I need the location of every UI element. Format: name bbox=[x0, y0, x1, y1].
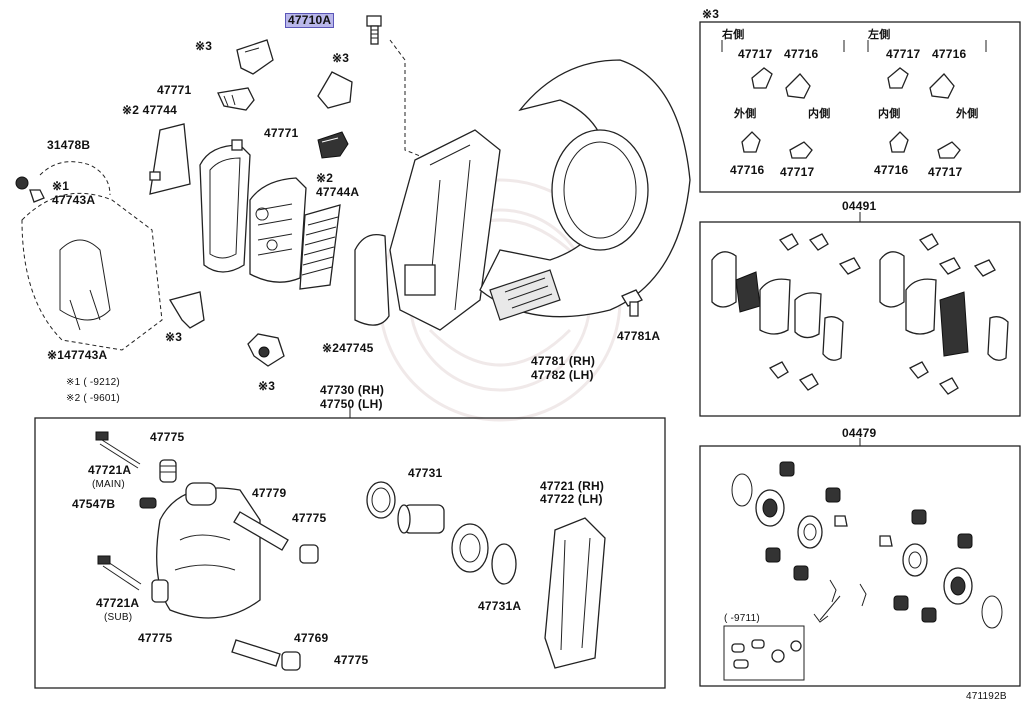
kit3-r2-47716[interactable]: 47716 bbox=[730, 163, 765, 177]
label-47547B[interactable]: 47547B bbox=[72, 497, 116, 511]
label-47779[interactable]: 47779 bbox=[252, 486, 287, 500]
kit-note3-box bbox=[699, 21, 1021, 193]
kit-04491-box bbox=[699, 221, 1021, 417]
boot-47775-c bbox=[151, 579, 169, 603]
kit-04479-box bbox=[699, 445, 1021, 687]
kit3-r2-47717[interactable]: 47717 bbox=[780, 165, 815, 179]
label-47744[interactable]: ※2 47744 bbox=[122, 103, 178, 117]
kit3-r-47717[interactable]: 47717 bbox=[738, 47, 773, 61]
clip-top-a bbox=[236, 39, 274, 75]
bracket-47721 bbox=[544, 517, 606, 669]
kit3-l-47717[interactable]: 47717 bbox=[886, 47, 921, 61]
label-47769[interactable]: 47769 bbox=[294, 631, 329, 645]
kit3-parts bbox=[741, 67, 961, 159]
part-31478B bbox=[15, 176, 29, 190]
kit3-right-side: 右側 bbox=[722, 29, 745, 41]
piston-47731 bbox=[397, 504, 445, 534]
label-47775-d[interactable]: 47775 bbox=[334, 653, 369, 667]
kit-04479-label[interactable]: 04479 bbox=[842, 426, 877, 440]
boot-piston bbox=[451, 523, 489, 573]
clip-47771-b bbox=[317, 131, 349, 159]
kit3-outer-r: 外側 bbox=[734, 108, 757, 120]
kit04479-parts bbox=[723, 461, 1003, 681]
shim-47744A bbox=[299, 204, 341, 290]
kit3-l-47716[interactable]: 47716 bbox=[932, 47, 967, 61]
kit04491-parts bbox=[711, 233, 1009, 395]
clip-47771-a bbox=[217, 87, 255, 111]
clip-top-b bbox=[317, 71, 353, 109]
ring-47731A bbox=[491, 543, 517, 585]
footnote-2: ※2 ( -9601) bbox=[66, 393, 120, 404]
label-47771-a[interactable]: 47771 bbox=[157, 83, 192, 97]
label-31478B[interactable]: 31478B bbox=[47, 138, 91, 152]
label-47721A-sub[interactable]: 47721A bbox=[96, 596, 140, 610]
shim-47744 bbox=[149, 123, 191, 195]
note-1-a: ※1 bbox=[52, 179, 70, 193]
seal-47731 bbox=[366, 481, 396, 519]
label-47781A[interactable]: 47781A bbox=[617, 329, 661, 343]
kit3-l2-47716[interactable]: 47716 bbox=[874, 163, 909, 177]
note-3-d: ※3 bbox=[258, 379, 276, 393]
pin-47769 bbox=[231, 639, 281, 667]
kit3-left-side: 左側 bbox=[868, 29, 891, 41]
label-47731A[interactable]: 47731A bbox=[478, 599, 522, 613]
label-47775-b[interactable]: 47775 bbox=[292, 511, 327, 525]
kit3-title: ※3 bbox=[702, 7, 720, 21]
figure-code: 471192B bbox=[966, 691, 1007, 702]
label-sub: (SUB) bbox=[104, 612, 133, 623]
dust-shield-47781 bbox=[479, 59, 691, 321]
kit3-inner-r: 内側 bbox=[808, 108, 831, 120]
clip-lower-a bbox=[168, 291, 205, 329]
label-47731[interactable]: 47731 bbox=[408, 466, 443, 480]
label-47722[interactable]: 47722 (LH) bbox=[540, 492, 603, 506]
pin-47779 bbox=[233, 511, 289, 551]
caliper-cylinder bbox=[156, 482, 261, 619]
note-3-a: ※3 bbox=[195, 39, 213, 53]
boot-47775-d bbox=[281, 651, 301, 671]
bolt-47710A bbox=[366, 15, 382, 45]
note-2-a: ※2 bbox=[316, 171, 334, 185]
brake-pad-inner bbox=[249, 177, 307, 283]
kit-04479-date-note: ( -9711) bbox=[724, 613, 760, 624]
kit3-inner-l: 内側 bbox=[878, 108, 901, 120]
kit3-l2-47717[interactable]: 47717 bbox=[928, 165, 963, 179]
label-47743A-b[interactable]: ※147743A bbox=[47, 348, 108, 362]
brake-pad-outer bbox=[199, 139, 251, 273]
label-47750[interactable]: 47750 (LH) bbox=[320, 397, 383, 411]
footnote-1: ※1 ( -9212) bbox=[66, 377, 120, 388]
label-47771-b[interactable]: 47771 bbox=[264, 126, 299, 140]
note-3-b: ※3 bbox=[332, 51, 350, 65]
label-47743A[interactable]: 47743A bbox=[52, 193, 96, 207]
kit-04491-label[interactable]: 04491 bbox=[842, 199, 877, 213]
bleeder-47547B bbox=[139, 497, 157, 509]
kit3-outer-l: 外側 bbox=[956, 108, 979, 120]
label-47710A[interactable]: 47710A bbox=[285, 13, 335, 28]
label-47782[interactable]: 47782 (LH) bbox=[531, 368, 594, 382]
boot-47775-b bbox=[299, 544, 319, 564]
label-47775-c[interactable]: 47775 bbox=[138, 631, 173, 645]
kit3-r-47716[interactable]: 47716 bbox=[784, 47, 819, 61]
leader-47710A bbox=[389, 39, 431, 161]
bolt-47781A bbox=[621, 289, 643, 317]
label-47721[interactable]: 47721 (RH) bbox=[540, 479, 605, 493]
label-47745[interactable]: ※247745 bbox=[322, 341, 374, 355]
label-47744A[interactable]: 47744A bbox=[316, 185, 360, 199]
boot-47775-a bbox=[159, 459, 177, 483]
caliper-mounting-bracket bbox=[389, 129, 501, 331]
label-47730[interactable]: 47730 (RH) bbox=[320, 383, 385, 397]
pin-47721A-sub bbox=[97, 555, 142, 591]
caliper-body-47743A bbox=[21, 192, 163, 351]
pin-47721A-main bbox=[95, 431, 141, 469]
shim-47745 bbox=[354, 233, 390, 326]
label-47775-a[interactable]: 47775 bbox=[150, 430, 185, 444]
label-47721A-main[interactable]: 47721A bbox=[88, 463, 132, 477]
label-47781[interactable]: 47781 (RH) bbox=[531, 354, 596, 368]
note-3-c: ※3 bbox=[165, 330, 183, 344]
clip-lower-b bbox=[247, 333, 285, 367]
label-main: (MAIN) bbox=[92, 479, 125, 490]
